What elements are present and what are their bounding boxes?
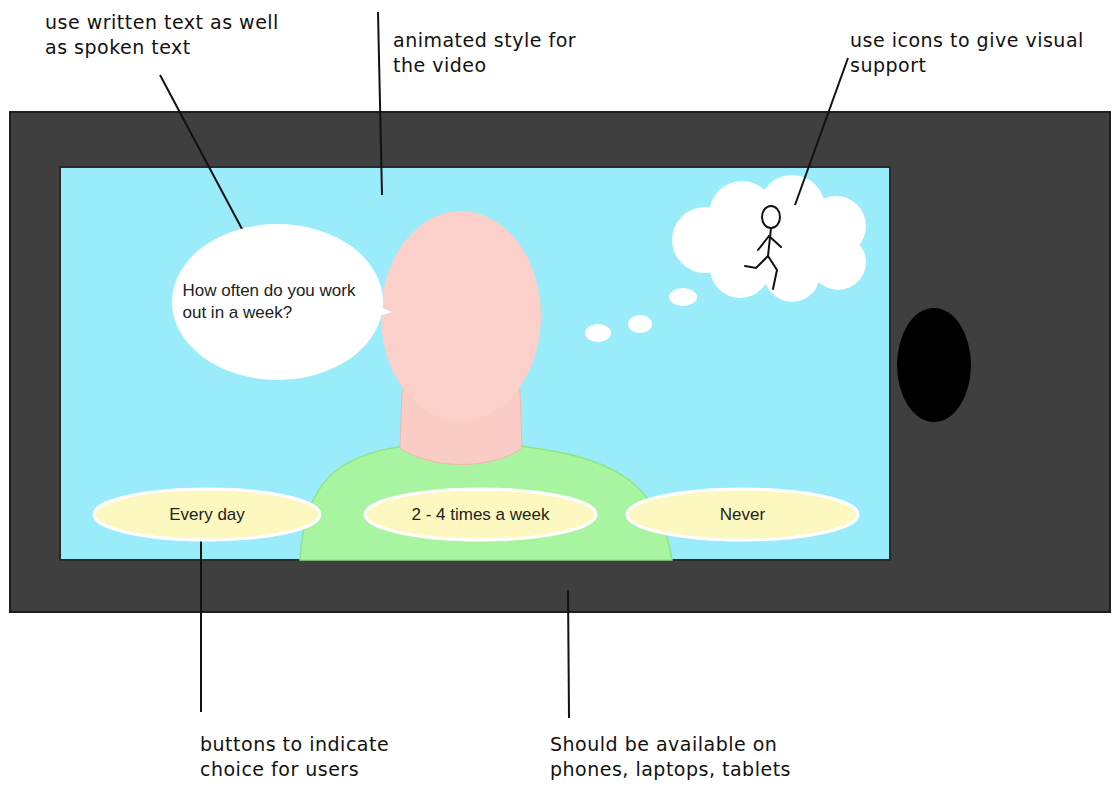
shirt [300, 446, 672, 560]
device-frame [10, 112, 1110, 612]
stick-figure-icon [745, 206, 781, 289]
speech-text: How often do you work out in a week? [183, 280, 373, 324]
leader-lines [160, 12, 848, 718]
choice-button: Every day [92, 487, 322, 542]
annotation-note: use icons to give visual support [850, 28, 1090, 78]
home-button [897, 308, 971, 422]
button-label: Never [638, 504, 848, 526]
speech-bubble: How often do you work out in a week? [170, 222, 385, 382]
choice-button: Never [625, 487, 860, 542]
annotation-note: use written text as well as spoken text [45, 10, 290, 60]
head [381, 211, 541, 421]
device-screen [60, 167, 890, 560]
node-ellipse [627, 489, 858, 540]
thought-cloud [585, 175, 866, 342]
node-outline [170, 222, 385, 382]
annotation-note: buttons to indicate choice for users [200, 732, 440, 782]
button-label: Every day [107, 504, 307, 526]
button-label: 2 - 4 times a week [376, 504, 586, 526]
node-ellipse [172, 224, 383, 380]
annotation-note: Should be available on phones, laptops, … [550, 732, 850, 782]
node-ellipse [365, 489, 596, 540]
annotation-note: animated style for the video [393, 28, 578, 78]
node-ellipse [94, 489, 320, 540]
choice-button: 2 - 4 times a week [363, 487, 598, 542]
